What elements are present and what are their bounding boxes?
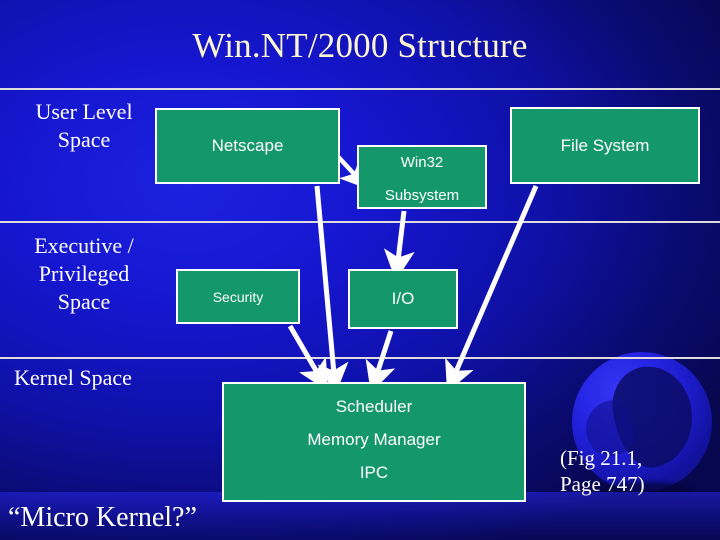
page-title: Win.NT/2000 Structure	[192, 26, 528, 65]
box-win32-label-line1: Win32	[400, 154, 444, 171]
box-security-label: Security	[212, 288, 264, 305]
box-netscape[interactable]: Netscape	[155, 108, 340, 184]
box-io[interactable]: I/O	[348, 269, 458, 329]
title-divider-rule	[0, 88, 720, 90]
arrow-security-to-kernel	[287, 324, 329, 392]
box-file-system[interactable]: File System	[510, 107, 700, 184]
box-kernel-label-scheduler: Scheduler	[335, 396, 413, 416]
box-win32-subsystem[interactable]: Win32 Subsystem	[357, 145, 487, 209]
box-io-label: I/O	[391, 289, 415, 308]
box-netscape-label: Netscape	[211, 136, 284, 155]
box-kernel-label-ipc: IPC	[359, 463, 389, 483]
user-exec-divider-rule	[0, 221, 720, 223]
arrow-filesystem-to-kernel	[445, 185, 539, 393]
layer-label-kernel-space: Kernel Space	[14, 365, 132, 390]
layer-label-user-level-space: User Level Space	[35, 99, 133, 153]
arrow-win32-to-io	[383, 210, 415, 281]
box-win32-label-line2: Subsystem	[384, 187, 460, 204]
box-kernel-label-memory-manager: Memory Manager	[307, 429, 441, 449]
arrow-netscape-to-kernel	[314, 185, 349, 394]
arrow-io-to-kernel	[365, 330, 396, 394]
box-security[interactable]: Security	[176, 269, 300, 324]
box-kernel-core[interactable]: Scheduler Memory Manager IPC	[222, 382, 526, 502]
figure-reference-caption: (Fig 21.1, Page 747)	[560, 446, 645, 496]
box-file-system-label: File System	[560, 135, 650, 155]
globe-graphic	[572, 352, 712, 492]
layer-label-executive-privileged-space: Executive / Privileged Space	[34, 233, 134, 315]
exec-kernel-divider-rule	[0, 357, 720, 359]
micro-kernel-caption: “Micro Kernel?”	[8, 502, 197, 533]
